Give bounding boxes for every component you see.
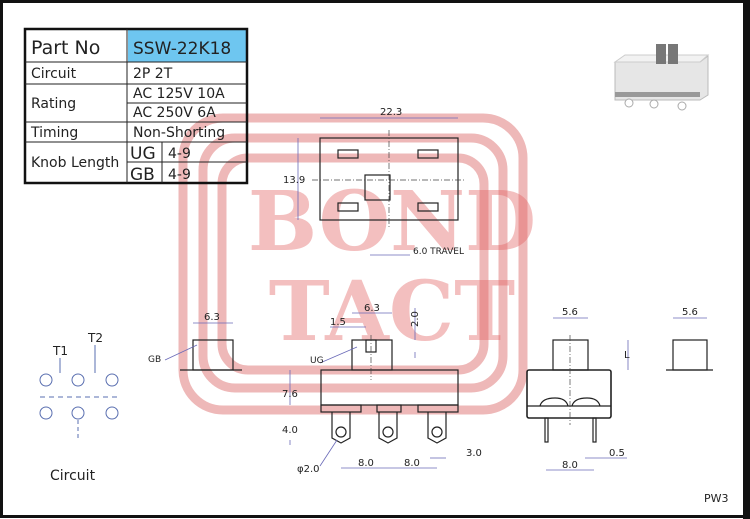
slot-width-dim: 1.5 (330, 317, 346, 328)
timing-value: Non-Shorting (133, 125, 225, 141)
pin-length-dim: 4.0 (282, 425, 298, 436)
pitch1-dim: 8.0 (358, 458, 374, 469)
gb-view: 6.3 GB (148, 312, 242, 371)
part-no-value: SSW-22K18 (133, 39, 231, 59)
knob-length-dim-label: L (624, 350, 630, 361)
knob-value-gb: 4-9 (168, 167, 191, 183)
knob-height-dim: 2.0 (410, 311, 421, 327)
top-view: 22.3 13.9 6.0 TRAVEL (283, 107, 466, 257)
page-code: PW3 (704, 492, 729, 505)
spec-table: Part No SSW-22K18 Circuit 2P 2T Rating A… (23, 27, 249, 185)
rating-value-1: AC 125V 10A (133, 86, 225, 102)
pitch2-dim: 8.0 (404, 458, 420, 469)
t2-label: T2 (87, 331, 103, 345)
hole-dia-dim: φ2.0 (297, 464, 320, 475)
circuit-label: Circuit (31, 66, 77, 82)
knob-view-width-dim: 5.6 (682, 307, 698, 318)
t1-label: T1 (52, 344, 68, 358)
top-width-dim: 22.3 (380, 107, 402, 118)
circuit-value: 2P 2T (133, 66, 173, 82)
watermark-line1: BOND (248, 174, 536, 270)
knob-view: 5.6 (666, 307, 713, 371)
pin-width-dim: 3.0 (466, 448, 482, 459)
side-view: 6.3 1.5 2.0 UG 7.6 4.0 φ2.0 8.0 8.0 3.0 (282, 303, 482, 475)
gb-label: GB (148, 355, 161, 365)
knob-length-label: Knob Length (31, 155, 119, 171)
top-height-dim: 13.9 (283, 175, 305, 186)
end-knob-width-dim: 5.6 (562, 307, 578, 318)
knob-type-gb: GB (130, 165, 155, 185)
timing-label: Timing (30, 125, 78, 141)
ug-label: UG (310, 356, 324, 366)
part-no-label: Part No (31, 37, 100, 59)
end-view: 5.6 L 8.0 0.5 (526, 307, 630, 471)
knob-value-ug: 4-9 (168, 146, 191, 162)
travel-dim: 6.0 TRAVEL (413, 247, 464, 257)
rating-label: Rating (31, 96, 76, 112)
end-pin-pitch-dim: 8.0 (562, 460, 578, 471)
circuit-diagram: T1 T2 Circuit (39, 331, 120, 484)
gb-width-dim: 6.3 (204, 312, 220, 323)
knob-type-ug: UG (130, 144, 156, 164)
circuit-caption: Circuit (50, 468, 96, 484)
rating-value-2: AC 250V 6A (133, 105, 216, 121)
product-image (613, 44, 710, 111)
frame-edge (743, 0, 750, 519)
part-no-highlight (128, 30, 246, 62)
body-height-dim: 7.6 (282, 389, 298, 400)
pin-thickness-dim: 0.5 (609, 448, 625, 459)
knob-width-dim: 6.3 (364, 303, 380, 314)
